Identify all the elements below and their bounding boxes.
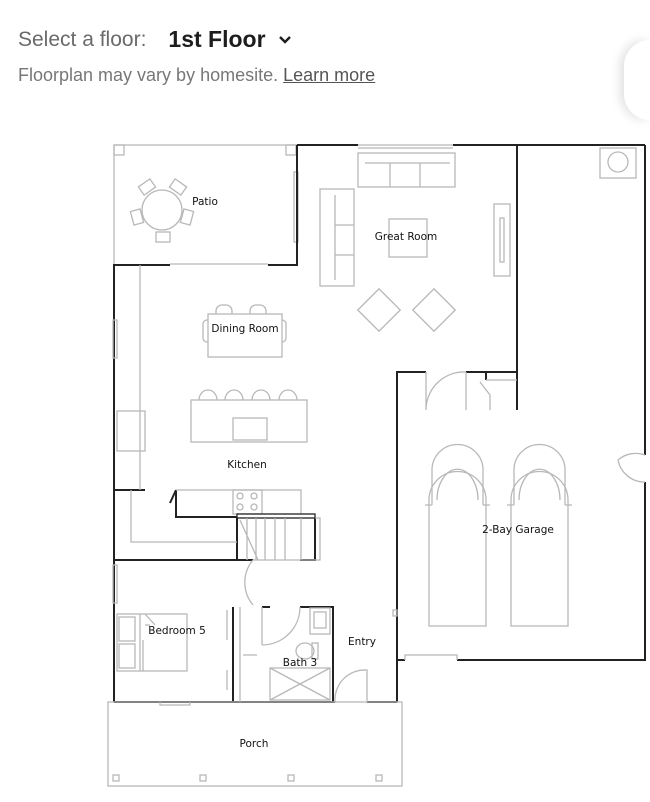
learn-more-link[interactable]: Learn more: [283, 65, 376, 85]
floor-select-label: Select a floor:: [18, 27, 147, 51]
bedroom-bath-furniture: [116, 607, 398, 702]
dining-kitchen-furniture: [116, 265, 321, 561]
walls: [112, 144, 646, 706]
room-label-entry: Entry: [348, 636, 376, 648]
selected-floor: 1st Floor: [168, 26, 266, 52]
chevron-down-icon: [278, 35, 291, 44]
room-label-dining-room: Dining Room: [211, 323, 278, 335]
room-label-porch: Porch: [240, 738, 269, 750]
doors: [244, 371, 646, 703]
room-label-patio: Patio: [192, 196, 218, 208]
floor-dropdown[interactable]: 1st Floor: [168, 26, 291, 53]
room-label-bedroom-5: Bedroom 5: [148, 625, 206, 637]
room-label-bath-3: Bath 3: [283, 657, 317, 669]
disclaimer: Floorplan may vary by homesite. Learn mo…: [18, 65, 375, 86]
garage-cars: [425, 443, 572, 627]
floor-selector: Select a floor: 1st Floor: [18, 26, 292, 53]
disclaimer-text: Floorplan may vary by homesite.: [18, 65, 279, 85]
room-label-kitchen: Kitchen: [227, 459, 266, 471]
floating-action-button[interactable]: [624, 40, 650, 120]
room-label-garage: 2-Bay Garage: [482, 524, 554, 536]
room-label-great-room: Great Room: [375, 231, 437, 243]
porch-area: [107, 701, 403, 787]
great-room-furniture: [319, 147, 637, 333]
